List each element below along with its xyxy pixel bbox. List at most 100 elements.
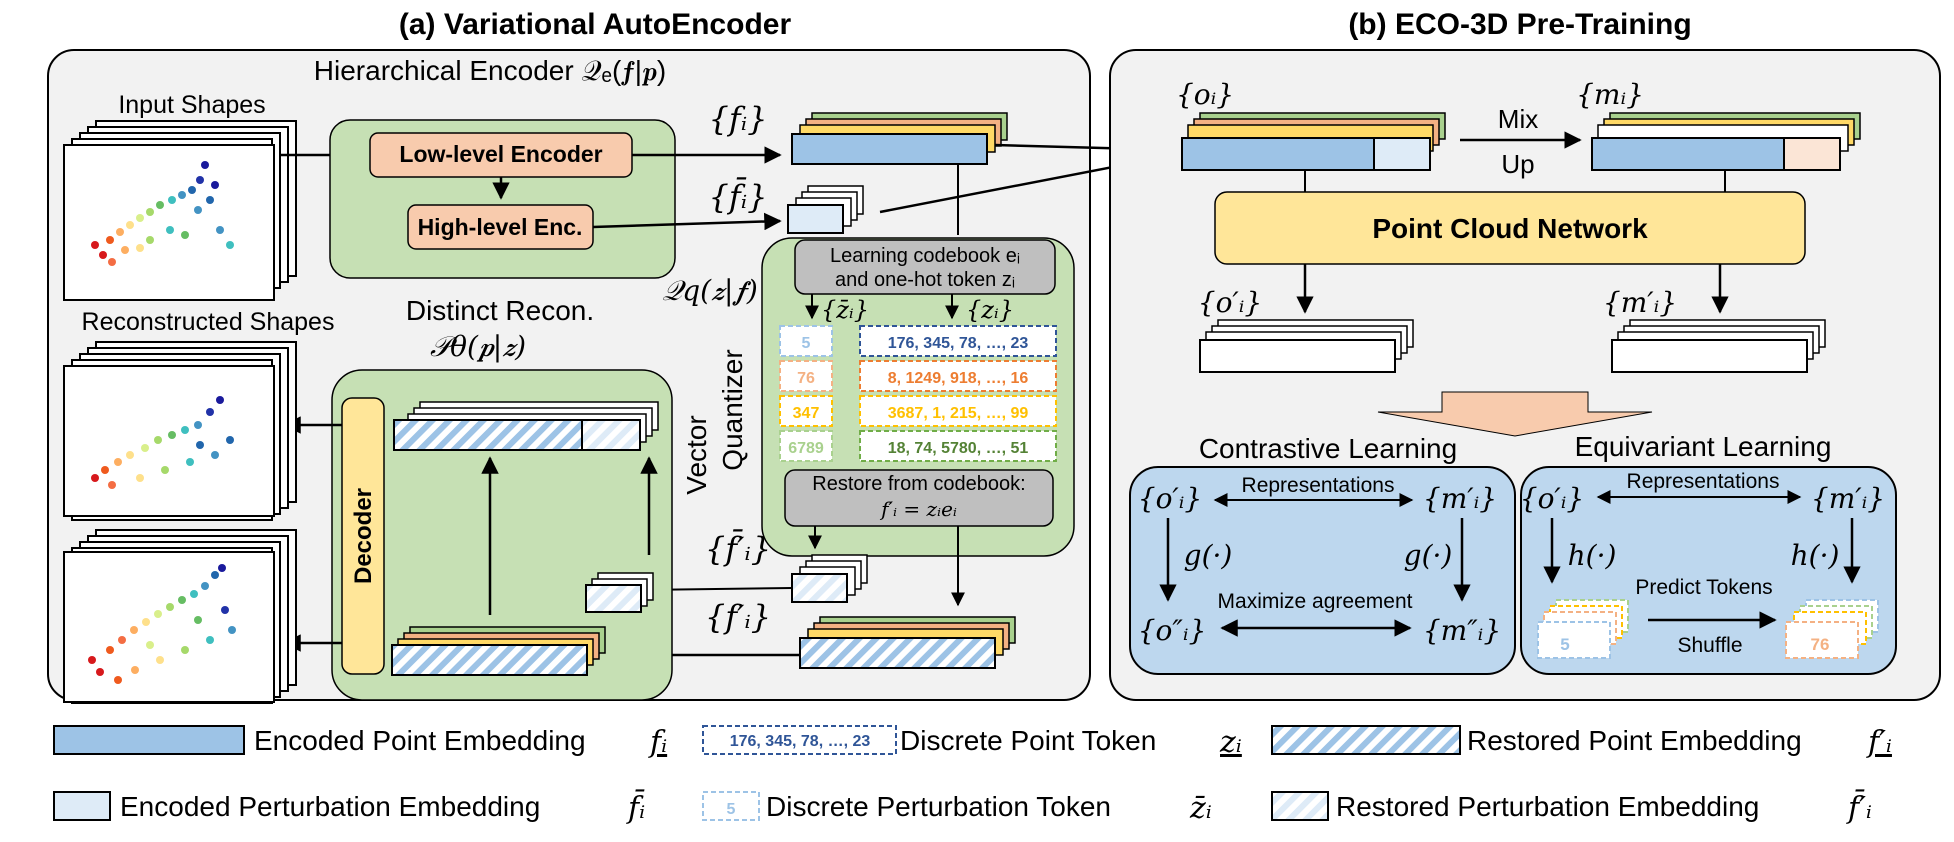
equivariant-mprime: {m′ᵢ} bbox=[1811, 482, 1885, 515]
panel-b-title: (b) ECO-3D Pre-Training bbox=[1348, 8, 1691, 41]
legend-encoded-perturb-symbol: f̄ᵢ bbox=[626, 788, 645, 826]
big-down-arrow bbox=[1377, 391, 1653, 437]
oprime-label: {o′ᵢ} bbox=[1198, 286, 1262, 319]
point-token-text: 3687, 1, 215, …, 99 bbox=[888, 405, 1029, 422]
fprime-bar-label: {f̄′ᵢ} bbox=[705, 529, 771, 568]
decoder-box bbox=[341, 397, 385, 675]
zi-label: {zᵢ} bbox=[966, 296, 1014, 324]
contrastive-odprime: {o″ᵢ} bbox=[1138, 614, 1207, 647]
legend-restored-point-label: Restored Point Embedding bbox=[1467, 725, 1802, 756]
contrastive-oprime: {o′ᵢ} bbox=[1138, 482, 1202, 515]
equivariant-title: Equivariant Learning bbox=[1575, 431, 1832, 462]
equivariant-token-right-text: 76 bbox=[1811, 635, 1830, 654]
fprime-label: {f′ᵢ} bbox=[705, 598, 771, 636]
legend-discrete-perturb-swatch bbox=[702, 791, 760, 821]
input-shape-image bbox=[63, 144, 275, 301]
reconstructed-stack-1 bbox=[63, 341, 297, 521]
equivariant-oprime: {o′ᵢ} bbox=[1520, 482, 1584, 515]
point-cloud-plot-1 bbox=[91, 161, 234, 266]
point-cloud-plot-3 bbox=[88, 564, 236, 684]
encoded-perturbation-stack bbox=[787, 185, 864, 234]
learning-codebook-box bbox=[794, 239, 1056, 295]
point-token-box bbox=[859, 430, 1057, 462]
restored-point-stack bbox=[799, 616, 1016, 669]
legend-discrete-perturb-sample: 5 bbox=[727, 801, 736, 818]
contrastive-mprime: {m′ᵢ} bbox=[1423, 482, 1497, 515]
distinct-recon-line1: Distinct Recon. bbox=[406, 295, 594, 326]
quantizer-formula: 𝒬q(𝒛|𝒇) bbox=[662, 274, 758, 307]
legend-restored-perturb-symbol: f̄′ᵢ bbox=[1846, 788, 1872, 826]
predict-tokens: Predict Tokens bbox=[1635, 576, 1772, 599]
shuffle-label: Shuffle bbox=[1678, 634, 1743, 657]
contrastive-representations: Representations bbox=[1242, 474, 1395, 497]
distinct-recon-line2: 𝒫θ(𝒑|𝒛) bbox=[430, 330, 526, 363]
contrastive-g-left: g(·) bbox=[1184, 539, 1233, 572]
mprime-label: {m′ᵢ} bbox=[1603, 286, 1677, 319]
legend-restored-perturb-label: Restored Perturbation Embedding bbox=[1336, 791, 1759, 822]
reconstructed-label: Reconstructed Shapes bbox=[82, 308, 335, 336]
equivariant-h-right: h(·) bbox=[1791, 539, 1840, 572]
point-token-text: 18, 74, 5780, …, 51 bbox=[888, 440, 1029, 457]
restore-codebook-box bbox=[784, 469, 1054, 527]
oprime-stack bbox=[1199, 319, 1414, 373]
legend-encoded-point-symbol: fᵢ bbox=[648, 725, 667, 760]
restored-perturbation-stack bbox=[791, 554, 868, 603]
decoder-label: Decoder bbox=[350, 488, 377, 584]
input-shapes-stack bbox=[63, 120, 297, 301]
perturb-token-box bbox=[779, 430, 833, 462]
legend-discrete-point-symbol: zᵢ bbox=[1219, 725, 1242, 760]
encoder-title: Hierarchical Encoder 𝒬ₑ(𝒇|𝒑) bbox=[314, 55, 666, 86]
mprime-stack bbox=[1611, 319, 1826, 373]
legend-encoded-perturb-label: Encoded Perturbation Embedding bbox=[120, 791, 540, 822]
legend-discrete-point-swatch bbox=[702, 725, 897, 755]
low-level-encoder-label: Low-level Encoder bbox=[399, 141, 602, 167]
learning-codebook-line1: Learning codebook eᵢ bbox=[830, 245, 1020, 267]
encoded-point-stack bbox=[791, 112, 1008, 165]
contrastive-mdprime: {m″ᵢ} bbox=[1423, 614, 1501, 647]
reconstructed-stack-2 bbox=[63, 529, 297, 704]
panel-a-title: (a) Variational AutoEncoder bbox=[399, 8, 792, 41]
perturb-token-box bbox=[779, 395, 833, 427]
legend-discrete-perturb-label: Discrete Perturbation Token bbox=[766, 791, 1111, 822]
fbar-label: {f̄ᵢ} bbox=[709, 177, 768, 216]
oi-label: {oᵢ} bbox=[1176, 78, 1234, 111]
legend: Encoded Point Embedding fᵢ 176, 345, 78,… bbox=[53, 725, 1892, 826]
fi-label: {fᵢ} bbox=[709, 100, 768, 138]
point-token-box bbox=[859, 395, 1057, 427]
legend-encoded-point-label: Encoded Point Embedding bbox=[254, 725, 586, 756]
point-cloud-network-label: Point Cloud Network bbox=[1372, 213, 1648, 244]
contrastive-g-right: g(·) bbox=[1404, 539, 1453, 572]
perturb-token-text: 76 bbox=[797, 370, 815, 387]
mix-label: Mix bbox=[1498, 104, 1538, 134]
oi-embedding-stack bbox=[1181, 112, 1446, 171]
reconstructed-image bbox=[63, 365, 275, 517]
token-table: 5 176, 345, 78, …, 23 76 8, 1249, 918, …… bbox=[779, 325, 1057, 462]
learning-codebook-line2: and one-hot token zᵢ bbox=[835, 269, 1015, 291]
restore-line2: f′ᵢ = zᵢeᵢ bbox=[879, 497, 957, 521]
equivariant-token-stack-left: 5 bbox=[1537, 599, 1629, 659]
point-cloud-network-box bbox=[1214, 191, 1806, 265]
arrow-high-to-fbar bbox=[592, 212, 782, 231]
point-token-box bbox=[859, 360, 1057, 392]
legend-encoded-perturb-swatch bbox=[53, 791, 111, 821]
perturb-token-text: 347 bbox=[793, 405, 820, 422]
zbar-label: {z̄ᵢ} bbox=[821, 296, 869, 324]
point-cloud-plot-2 bbox=[91, 396, 234, 489]
equivariant-token-stack-right: 76 bbox=[1785, 599, 1879, 659]
equivariant-representations: Representations bbox=[1627, 470, 1780, 493]
up-label: Up bbox=[1501, 149, 1534, 179]
decoder-input-perturbation bbox=[585, 572, 654, 613]
decoded-upper-stack bbox=[393, 401, 659, 451]
vector-label: Vector bbox=[681, 415, 712, 494]
restore-line1: Restore from codebook: bbox=[812, 473, 1025, 495]
point-token-text: 8, 1249, 918, …, 16 bbox=[888, 370, 1029, 387]
high-level-encoder-label: High-level Enc. bbox=[418, 214, 583, 240]
decoder-area bbox=[331, 369, 673, 701]
point-token-text: 176, 345, 78, …, 23 bbox=[888, 335, 1029, 352]
legend-restored-perturb-swatch bbox=[1271, 791, 1329, 821]
equivariant-token-left-text: 5 bbox=[1560, 635, 1569, 654]
point-token-box bbox=[859, 325, 1057, 357]
legend-restored-point-swatch bbox=[1271, 725, 1461, 755]
perturb-token-box bbox=[779, 325, 833, 357]
legend-encoded-point-swatch bbox=[53, 725, 245, 755]
